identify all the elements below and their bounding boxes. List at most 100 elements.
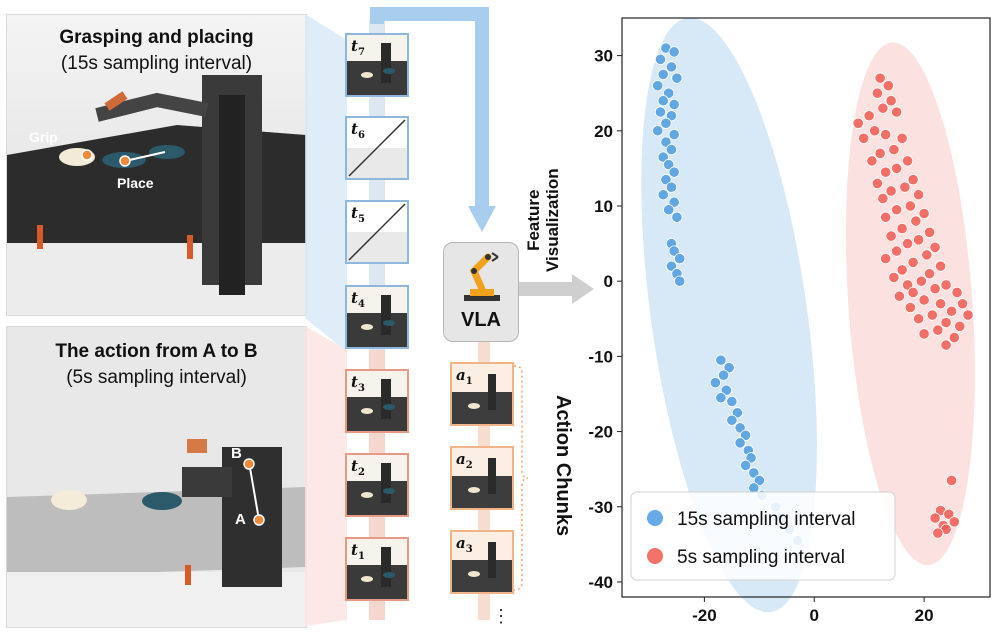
scatter-point-blue — [668, 166, 680, 178]
action-thumbnail — [452, 374, 512, 424]
legend-label: 5s sampling interval — [677, 547, 845, 568]
scatter-point-red — [852, 117, 864, 129]
scatter-point-blue — [660, 136, 672, 148]
scatter-point-blue — [663, 87, 675, 99]
frame-t6: t6 — [345, 116, 409, 180]
a-to-b-photo: The action from A to B (5s sampling inte… — [6, 326, 307, 628]
scatter-point-red — [880, 253, 892, 265]
frame-t4: t4 — [345, 285, 409, 349]
grip-label: Grip — [29, 129, 58, 145]
scatter-point-red — [929, 283, 941, 295]
action-symbol: a — [456, 450, 466, 468]
scatter-point-blue — [665, 260, 678, 272]
scatter-point-red — [910, 215, 922, 227]
action-a1: a1 — [450, 362, 514, 426]
action-label-a3: a3 — [456, 534, 473, 555]
frame-subscript: 2 — [357, 467, 365, 478]
frame-thumbnail — [347, 295, 407, 347]
scatter-point-red — [885, 95, 897, 107]
scatter-point-red — [945, 305, 958, 317]
plot-frame — [621, 17, 991, 598]
scatter-point-red — [888, 143, 900, 156]
scatter-point-red — [921, 249, 933, 261]
scatter-point-red — [902, 279, 914, 291]
vla-model-box: VLA — [443, 242, 519, 342]
scatter-point-red — [871, 177, 884, 190]
scatter-point-red — [940, 279, 952, 291]
scatter-point-red — [912, 189, 925, 201]
scatter-point-blue — [748, 467, 760, 479]
scatter-point-blue — [668, 196, 680, 208]
action-thumbnail — [452, 458, 512, 508]
scatter-point-blue — [753, 474, 765, 487]
scatter-point-blue — [745, 452, 757, 464]
frame-subscript: 4 — [357, 299, 365, 310]
top-photo-title: Grasping and placing — [59, 27, 254, 48]
y-tick-label: -30 — [588, 498, 613, 517]
scatter-point-red — [877, 192, 889, 205]
action-subscript: 3 — [465, 544, 473, 555]
y-tick-label: 30 — [594, 47, 613, 66]
point-b-label: B — [231, 445, 242, 462]
scatter-point-blue — [660, 117, 672, 129]
scatter-point-blue — [709, 377, 721, 389]
skip-slash-icon — [347, 203, 407, 262]
scatter-point-red — [891, 162, 903, 174]
frame-t5: t5 — [345, 200, 409, 264]
scatter-point-red — [945, 474, 958, 487]
scatter-point-red — [934, 260, 947, 272]
scatter-point-blue — [715, 354, 727, 366]
legend-marker — [647, 548, 663, 564]
scatter-point-blue — [665, 181, 678, 193]
scatter-point-blue — [654, 106, 667, 118]
scatter-point-blue — [665, 143, 678, 156]
scatter-point-red — [891, 106, 903, 118]
scatter-point-blue — [668, 245, 680, 257]
scatter-point-red — [885, 185, 897, 197]
frame-subscript: 3 — [357, 383, 365, 394]
skip-slash-icon — [347, 119, 407, 178]
x-tick-label: 20 — [915, 606, 934, 625]
point-a-label: A — [235, 511, 246, 528]
scatter-point-red — [893, 290, 905, 302]
scatter-point-blue — [657, 68, 669, 80]
scatter-point-blue — [674, 253, 686, 265]
scatter-point-red — [874, 72, 886, 84]
scatter-point-blue — [720, 384, 732, 396]
action-symbol: a — [456, 534, 466, 552]
y-tick-label: 0 — [604, 272, 613, 291]
scatter-point-blue — [739, 459, 752, 472]
frame-thumbnail — [347, 43, 407, 95]
scatter-point-blue — [726, 395, 738, 408]
scatter-point-blue — [726, 414, 738, 426]
scatter-point-red — [926, 309, 938, 321]
scatter-point-red — [915, 275, 927, 287]
robot-scene-illustration — [7, 15, 306, 315]
scatter-point-red — [871, 87, 884, 99]
scatter-point-red — [891, 204, 903, 216]
frame-thumbnail — [347, 547, 407, 599]
legend-label: 15s sampling interval — [677, 509, 855, 530]
frame-symbol: t — [351, 120, 358, 138]
scatter-point-blue — [657, 95, 669, 107]
frame-thumbnail — [347, 379, 407, 431]
scatter-point-red — [880, 166, 892, 178]
scatter-point-red — [880, 128, 892, 141]
scatter-point-blue — [660, 174, 672, 186]
y-tick-label: 20 — [594, 122, 613, 141]
action-label-a1: a1 — [456, 366, 473, 387]
frame-symbol: t — [351, 289, 358, 307]
vla-label: VLA — [461, 309, 501, 331]
scatter-point-red — [863, 110, 875, 122]
scatter-point-red — [907, 174, 919, 186]
scatter-point-blue — [665, 61, 678, 73]
frame-label-t2: t2 — [351, 457, 365, 478]
frame-subscript: 7 — [357, 47, 365, 58]
scatter-point-red — [899, 181, 911, 193]
scatter-point-red — [902, 237, 914, 250]
scatter-point-blue — [657, 189, 669, 201]
y-tick-label: 10 — [594, 197, 613, 216]
scatter-point-red — [882, 80, 894, 92]
scatter-point-blue — [652, 125, 664, 137]
